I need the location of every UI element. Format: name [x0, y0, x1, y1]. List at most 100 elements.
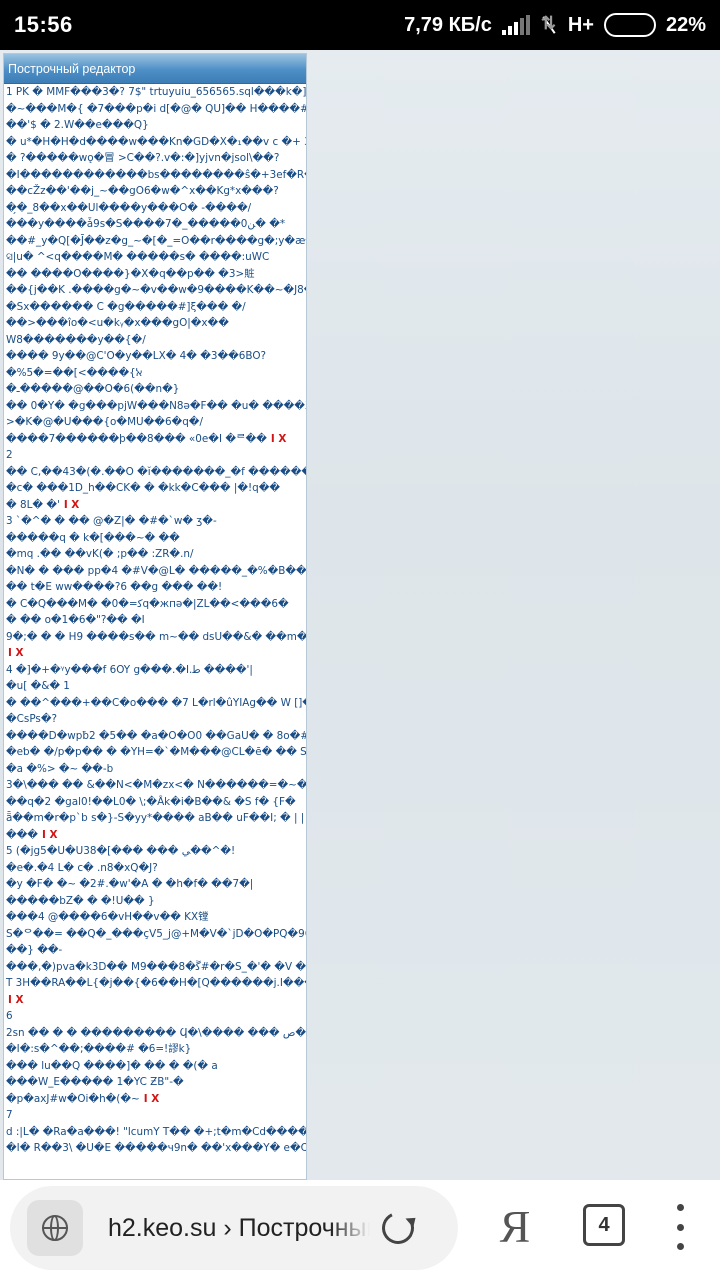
editor-line[interactable]: �c� ���1D_h��CK� � �kk�C��� |�!q��	[4, 480, 306, 497]
editor-line[interactable]: �y �F� �~ �2#.�w'�A � �h�f� ��7�|	[4, 876, 306, 893]
editor-line[interactable]: I X	[4, 992, 306, 1009]
editor-line[interactable]: 2	[4, 447, 306, 464]
editor-line-text: 3 `�^� � �� @�Z|� �#�`w� ӡ�-	[6, 515, 217, 527]
editor-line[interactable]: ��#_y�Q[�J̄��z�g_~�[�_=O��r����g�;y�æ���…	[4, 233, 306, 250]
editor-line[interactable]: �u[ �&� 1	[4, 678, 306, 695]
line-delete-mark[interactable]: I X	[8, 993, 24, 1006]
editor-line[interactable]: �� 0�Y� �g���pjW���N8ə�F�� �u� ����X8I�]…	[4, 398, 306, 415]
editor-line[interactable]: �eƅ� �/p�p�� � �YH=�`�M���@CL�ē� �� S�"�…	[4, 744, 306, 761]
site-info-button[interactable]	[27, 1200, 83, 1256]
editor-line[interactable]: ����D�wpƀ2 �5�� �a�O�O0 ��GaU� � 8o�#�G�…	[4, 728, 306, 745]
editor-line-text: �� 0�Y� �g���pjW���N8ə�F�� �u� ����X8I�]…	[6, 399, 306, 412]
editor-line[interactable]: ��cŽz��'��j_~��gO6�w�^x��Kg*x���?	[4, 183, 306, 200]
editor-line-text: �ـ�����@��O�6(��n�}	[6, 383, 180, 395]
editor-line[interactable]: �� ����O����}�X�q��p�� �3>賍	[4, 266, 306, 283]
line-delete-mark[interactable]: I X	[8, 647, 24, 659]
editor-title: Построчный редактор	[4, 54, 306, 84]
editor-line[interactable]: � ��^���+��C�o��� �7 L�rl�ûYIAg�� W []�	[4, 695, 306, 712]
editor-line[interactable]: �����bZ� � �!U�� }	[4, 893, 306, 910]
editor-line[interactable]: ���� 9y��@C'O�y��LX� 4� �3��6BO?	[4, 348, 306, 365]
editor-line[interactable]: ��>���îo�<u�kᵧ�x���gO|�x��	[4, 315, 306, 332]
line-delete-mark[interactable]: I X	[143, 1092, 160, 1105]
editor-line[interactable]: �mq .�� ��vK(� ;p�� :ZR�.n/	[4, 546, 306, 563]
editor-line[interactable]: �I�:s�^��;����# �6=!謬k}	[4, 1041, 306, 1058]
editor-line[interactable]: �p�axJ#w�Oi�h�(�~I X	[4, 1091, 306, 1108]
editor-line-text: ���� 9y��@C'O�y��LX� 4� �3��6BO?	[6, 350, 267, 362]
editor-line[interactable]: 3�\��� �� &��N<�M�zx<� N������=�~���� �4…	[4, 777, 306, 794]
editor-line[interactable]: � �� o�1�6�"?�� �I	[4, 612, 306, 629]
battery-icon	[603, 13, 656, 37]
editor-line[interactable]: ��{j��K .����g�~�v��w�9����K��~�J8�E{W 3…	[4, 282, 306, 299]
editor-line[interactable]: �N� � ��� pp�4 �#V�@L� �����_�%�B���u���…	[4, 563, 306, 580]
more-menu-icon[interactable]	[670, 1204, 690, 1250]
editor-line[interactable]: ��} ��-	[4, 942, 306, 959]
editor-line[interactable]: 3 `�^� � �� @�Z|� �#�`w� ӡ�-	[4, 513, 306, 530]
editor-line-text: 9�;� � � H9 ����s�� m~�� dsU��&� ��m� 6�…	[6, 630, 307, 643]
editor-line[interactable]: �e�.�4 L� c� .n8�xQ�J?	[4, 860, 306, 877]
address-text[interactable]: h2.keo.su › Построчный редактор	[108, 1214, 370, 1242]
editor-line[interactable]: ���4 @����6�vH��v�� KX镗	[4, 909, 306, 926]
editor-line[interactable]: �CsPs�?	[4, 711, 306, 728]
editor-line[interactable]: T 3H��RA��L{�j��{�6��H�[Q������j.I����W�…	[4, 975, 306, 992]
line-delete-mark[interactable]: I X	[270, 432, 287, 445]
editor-line[interactable]: 2sn �� � � ��������� Ϥ�\���� ��� ﺹ��� �e…	[4, 1025, 306, 1042]
editor-line[interactable]: 1 PK � MMF���3�? 7$" trtuyuiu_656565.sql…	[4, 84, 306, 101]
yandex-icon[interactable]: Я	[499, 1201, 531, 1252]
editor-line-text: � C�Q���M� �0�=ﮐq�жпə�|ZL��<���6�	[6, 597, 289, 610]
editor-line[interactable]: � C�Q���M� �0�=ﮐq�жпə�|ZL��<���6�	[4, 596, 306, 613]
editor-line[interactable]: �ـ�����@��O�6(��n�}	[4, 381, 306, 398]
editor-line[interactable]: 9�;� � � H9 ����s�� m~�� dsU��&� ��m� 6�…	[4, 629, 307, 646]
editor-line[interactable]: �I� R��3\ �U�E �����ч9n� ��'x���Y� e�O �…	[4, 1140, 306, 1157]
editor-line-text: ���W_E����� 1�YC ƵB"-�	[6, 1076, 184, 1088]
editor-line[interactable]: �����q � k�[���~� ��	[4, 530, 306, 547]
editor-line[interactable]: ସ|u� ^<q����M� �����s� ����:uWC	[4, 249, 306, 266]
address-bar[interactable]: h2.keo.su › Построчный редактор	[10, 1186, 458, 1270]
editor-line-text: �u[ �&� 1	[6, 680, 70, 692]
editor-line[interactable]: �I������������bs��������ŝ�+3ef�R�lq��|VU…	[4, 167, 307, 184]
editor-line[interactable]: �� t�E ww����?6 ��g ��� ��!	[4, 579, 306, 596]
editor-line[interactable]: �Sx������ C �g�����#]ξ��� �/	[4, 299, 306, 316]
editor-line[interactable]: � u*�H�H�d����w���Kn�GD�X�₁��v c �+ 3"�1…	[4, 134, 306, 151]
editor-line[interactable]: W8�������y��{�/	[4, 332, 306, 349]
editor-line[interactable]: ���W_E����� 1�YC ƵB"-�	[4, 1074, 306, 1091]
editor-line[interactable]: � ?�����wǫ�冒 >C��?.v�:�]yjvn�jsol\��?	[4, 150, 306, 167]
editor-line[interactable]: � 8L� �'I X	[4, 497, 306, 514]
editor-line-text: �p�axJ#w�Oi�h�(�~	[6, 1092, 140, 1105]
editor-line[interactable]: 6	[4, 1008, 306, 1025]
editor-line[interactable]: ����7������þ��8��� «0e�I �ᄅ��I X	[4, 431, 306, 448]
line-delete-mark[interactable]: I X	[41, 828, 58, 841]
editor-line[interactable]: S�ᄋ��= ��Q�_���çV5_j@+M�V�`jD�O�PQ�96�_E…	[4, 926, 306, 943]
editor-line[interactable]: I X	[4, 645, 306, 662]
editor-line[interactable]: 7	[4, 1107, 306, 1124]
tabs-button[interactable]: 4	[583, 1204, 625, 1246]
editor-line[interactable]: ��q�2 �gal0!��L0� \;�Ȃk�i�B��& �S f� {F�	[4, 794, 306, 811]
editor-line[interactable]: ��'$ � 2.W��e���Q}	[4, 117, 306, 134]
reload-icon[interactable]	[377, 1207, 419, 1249]
editor-line[interactable]: �%5�=��[<����{ﭏ	[4, 365, 306, 382]
editor-line[interactable]: 4 �]�+�ᵞy���f 6OY g���.�I.ﻃ ����'|	[4, 662, 306, 679]
editor-line-text: ସ|u� ^<q����M� �����s� ����:uWC	[6, 251, 270, 263]
editor-line[interactable]: >�K�@�U���{o�MU��6�q�/	[4, 414, 306, 431]
editor-line-text: ��'$ � 2.W��e���Q}	[6, 119, 149, 131]
line-editor-panel[interactable]: Построчный редактор 1 PK � MMF���3�? 7$"…	[3, 53, 307, 1180]
editor-line-text: ǟ��m�r�p`b s�}-S�yy*���� aB�� uF��I; � |…	[6, 812, 305, 824]
editor-line-text: >�K�@�U���{o�MU��6�q�/	[6, 416, 203, 428]
editor-line[interactable]: �� C,��43�(�.��O �ĭ�������_�f ������ʐ���…	[4, 464, 306, 481]
editor-line-text: 2	[6, 449, 13, 461]
editor-line-text: �mq .�� ��vK(� ;p�� :ZR�.n/	[6, 548, 194, 560]
editor-line[interactable]: ǟ��m�r�p`b s�}-S�yy*���� aB�� uF��I; � |…	[4, 810, 306, 827]
editor-line[interactable]: ��� lu��Q ����]� �� � �(� a	[4, 1058, 306, 1075]
editor-line-text: �I������������bs��������ŝ�+3ef�R�lq��|VU…	[6, 168, 307, 181]
editor-line[interactable]: �a �%> �~ ��-b	[4, 761, 306, 778]
editor-line-text: �%5�=��[<����{ﭏ	[6, 366, 143, 379]
editor-line[interactable]: �~���M�{ �7���p�i d[�@� QU]�� H����#	[4, 101, 306, 118]
editor-line-text: W8�������y��{�/	[6, 333, 146, 346]
editor-line[interactable]: �̗�_8��x��Ul����y���O� -����/	[4, 200, 306, 217]
editor-line[interactable]: ���I X	[4, 827, 306, 844]
editor-line[interactable]: ���y����ǡ9s�S����7�_�����0ﻦ� �*	[4, 216, 306, 233]
editor-line[interactable]: d :|L� �Ra�a���! "lcumY T�� �+;t�m�Cd���…	[4, 1124, 306, 1141]
editor-line[interactable]: 5 (�jg5�U�U38�[��� ��� ﻲ��^�!	[4, 843, 306, 860]
line-delete-mark[interactable]: I X	[63, 498, 80, 511]
editor-body[interactable]: 1 PK � MMF���3�? 7$" trtuyuiu_656565.sql…	[4, 84, 307, 1157]
editor-line[interactable]: ���,�)pva�k3D�� M9���8�ﮜ#�r�S_�'� �V ���…	[4, 959, 306, 976]
